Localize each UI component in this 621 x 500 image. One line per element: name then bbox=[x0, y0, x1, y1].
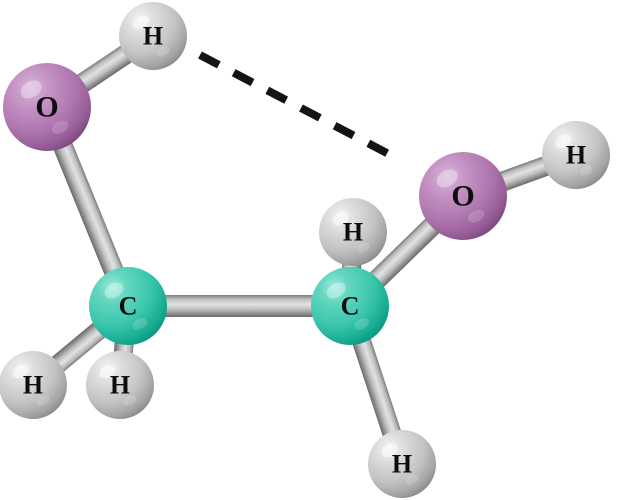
atom-o2: O bbox=[419, 152, 507, 240]
sphere-rim-highlight bbox=[123, 395, 137, 406]
sphere-highlight bbox=[555, 134, 572, 149]
sphere-highlight bbox=[20, 80, 42, 99]
atom-h5: H bbox=[368, 430, 436, 498]
oxygen-sphere bbox=[419, 152, 507, 240]
hydrogen-bond-dashed-line bbox=[198, 51, 404, 165]
sphere-highlight bbox=[12, 364, 29, 379]
atom-h3: H bbox=[86, 351, 154, 419]
sphere-highlight bbox=[104, 282, 124, 299]
atom-c1: C bbox=[89, 267, 167, 345]
atom-c2: C bbox=[311, 267, 389, 345]
hydrogen-sphere bbox=[542, 121, 610, 189]
sphere-rim-highlight bbox=[36, 395, 50, 406]
sphere-highlight bbox=[326, 282, 346, 299]
carbon-sphere bbox=[89, 267, 167, 345]
sphere-rim-highlight bbox=[356, 242, 370, 253]
sphere-rim-highlight bbox=[354, 318, 369, 330]
sphere-rim-highlight bbox=[579, 165, 593, 176]
atom-h1: H bbox=[119, 2, 187, 70]
sphere-highlight bbox=[332, 211, 349, 226]
atom-h6: H bbox=[542, 121, 610, 189]
atom-h2: H bbox=[0, 351, 67, 419]
bond-C-C bbox=[128, 295, 350, 317]
hydrogen-sphere bbox=[119, 2, 187, 70]
sphere-highlight bbox=[99, 364, 116, 379]
oxygen-sphere bbox=[3, 63, 91, 151]
sphere-rim-highlight bbox=[132, 318, 147, 330]
sphere-rim-highlight bbox=[405, 474, 419, 485]
hydrogen-sphere bbox=[86, 351, 154, 419]
atom-o1: O bbox=[3, 63, 91, 151]
hydrogen-sphere bbox=[368, 430, 436, 498]
bond-C-H bbox=[341, 303, 411, 467]
atom-h4: H bbox=[319, 198, 387, 266]
hydrogen-sphere bbox=[0, 351, 67, 419]
sphere-rim-highlight bbox=[51, 120, 69, 134]
sphere-highlight bbox=[436, 169, 458, 188]
sphere-rim-highlight bbox=[156, 46, 170, 57]
bond-O-C bbox=[38, 103, 137, 310]
sphere-rim-highlight bbox=[467, 209, 485, 223]
carbon-sphere bbox=[311, 267, 389, 345]
hydrogen-sphere bbox=[319, 198, 387, 266]
sphere-highlight bbox=[132, 15, 149, 30]
hydrogen-bond-layer bbox=[198, 51, 404, 165]
sphere-highlight bbox=[381, 443, 398, 458]
